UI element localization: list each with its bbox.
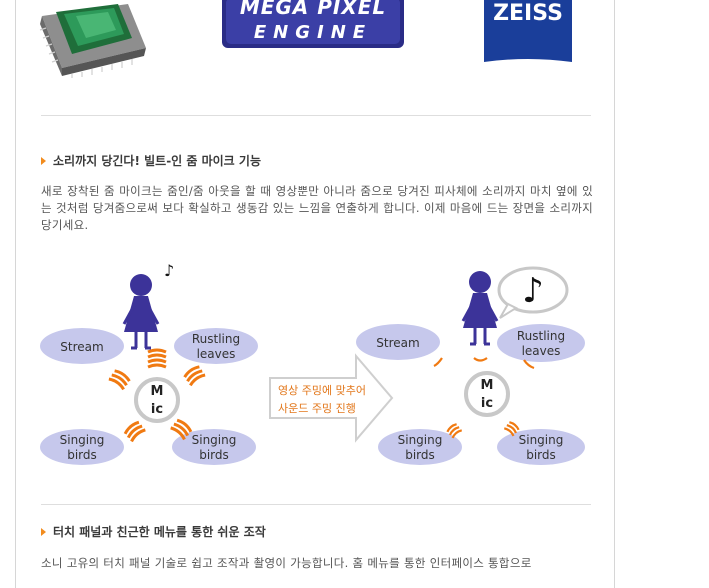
music-note-icon: ♪ [522,271,544,311]
divider [41,115,591,116]
sound-wave-icon [108,348,206,443]
svg-text:Rustling: Rustling [517,329,565,343]
svg-text:사운드 주밍 진행: 사운드 주밍 진행 [278,402,356,415]
svg-text:birds: birds [405,448,435,462]
svg-text:birds: birds [199,448,229,462]
content-panel: MEGA PIXEL ENGINE ZEISS 소리까지 당긴다! 빌트-인 줌… [15,0,615,588]
section-paragraph: 소니 고유의 터치 패널 기술로 쉽고 조작과 촬영이 가능합니다. 홈 메뉴를… [41,556,532,570]
svg-text:ic: ic [151,402,163,417]
mic-icon: M ic [464,371,510,417]
speech-bubble-icon: ♪ [497,266,569,319]
diagram-before: ♪ Stream Rustling leaves Singing birds S… [40,261,258,465]
svg-text:영상 주밍에 맞추어: 영상 주밍에 맞추어 [278,384,366,397]
bullet-arrow-icon [41,156,46,165]
bubble-stream: Stream [40,328,124,364]
bubble-rustling-leaves: Rustling leaves [497,324,585,362]
svg-text:Stream: Stream [60,340,103,354]
svg-text:birds: birds [526,448,556,462]
section-title: 터치 패널과 친근한 메뉴를 통한 쉬운 조작 [41,523,266,540]
bullet-arrow-icon [41,527,46,536]
svg-text:Rustling: Rustling [192,332,240,346]
bubble-singing-birds: Singing birds [40,429,124,465]
person-icon [122,274,160,350]
svg-text:Singing: Singing [60,433,105,447]
svg-text:MEGA PIXEL: MEGA PIXEL [240,0,386,19]
svg-text:Singing: Singing [398,433,443,447]
svg-text:ZEISS: ZEISS [493,1,563,26]
svg-text:M: M [481,378,494,393]
svg-text:leaves: leaves [522,344,561,358]
bubble-rustling-leaves: Rustling leaves [174,328,258,364]
zoom-mic-diagram: ♪ Stream Rustling leaves Singing birds S… [40,261,585,465]
svg-text:leaves: leaves [197,347,236,361]
bubble-singing-birds: Singing birds [497,429,585,465]
svg-text:Stream: Stream [376,336,419,350]
diagram-after: ♪ Stream Rustling leaves Singing birds S… [356,266,585,465]
sound-wave-icon [433,357,535,439]
section-paragraph: 새로 장착된 줌 마이크는 줌인/줌 아웃을 할 때 영상뿐만 아니라 줌으로 … [41,184,593,232]
bubble-singing-birds: Singing birds [172,429,256,465]
image-sensor-icon [39,4,146,78]
section-title: 소리까지 당긴다! 빌트-인 줌 마이크 기능 [41,152,261,169]
zeiss-logo: ZEISS [484,0,572,62]
person-icon [461,271,499,346]
svg-text:Singing: Singing [519,433,564,447]
svg-text:ic: ic [481,396,493,411]
logo-row: MEGA PIXEL ENGINE ZEISS [39,0,572,78]
megapixel-engine-logo: MEGA PIXEL ENGINE [222,0,404,48]
svg-text:birds: birds [67,448,97,462]
bubble-stream: Stream [356,324,440,360]
transition-arrow: 영상 주밍에 맞추어 사운드 주밍 진행 [269,353,394,443]
svg-text:Singing: Singing [192,433,237,447]
music-note-icon: ♪ [164,261,174,280]
svg-text:ENGINE: ENGINE [254,22,372,43]
svg-text:M: M [151,384,164,399]
divider [41,504,591,505]
mic-icon: M ic [134,377,180,423]
bubble-singing-birds: Singing birds [378,429,462,465]
